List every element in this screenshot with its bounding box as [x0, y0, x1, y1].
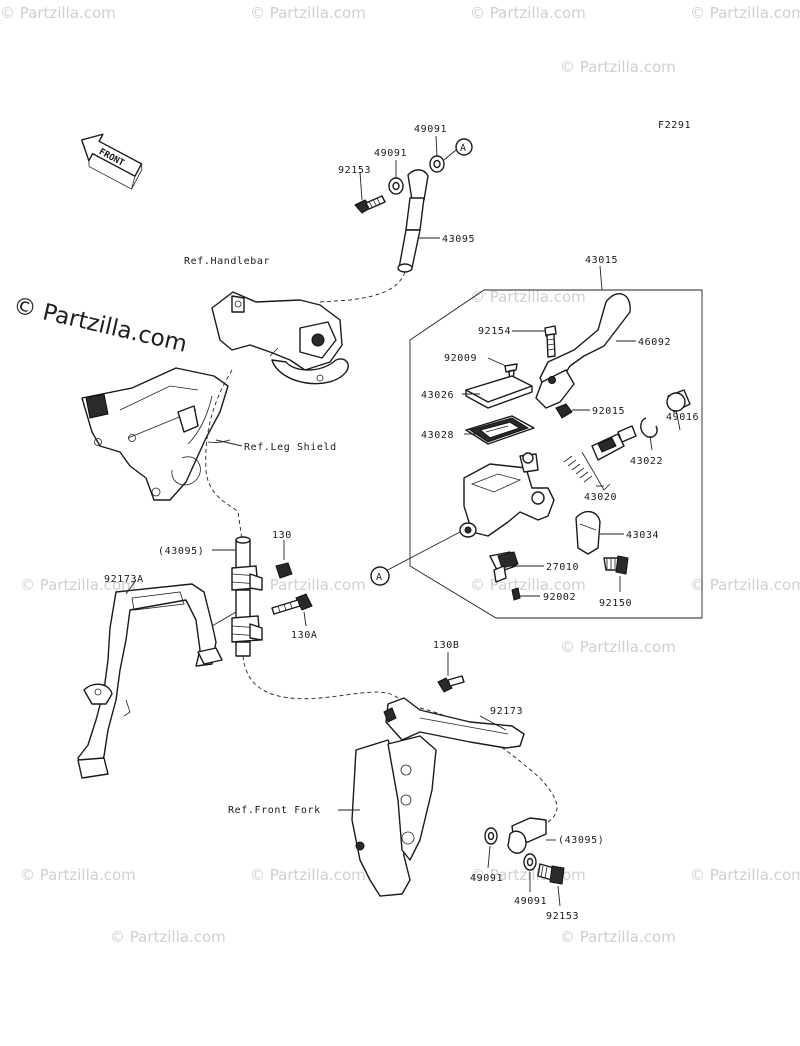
reservoir-cap-43026	[465, 375, 533, 409]
bracket-92173a	[77, 583, 237, 779]
watermark-text: © Partzilla.com	[250, 4, 366, 22]
part-label-92009: 92009	[444, 353, 477, 364]
banjo-bolt-92153-bottom	[537, 863, 565, 885]
ref-leg-shield-label: Ref.Leg Shield	[244, 442, 337, 453]
bolt-130b	[437, 675, 465, 693]
part-label-92153: 92153	[338, 165, 371, 176]
assembly-frame	[409, 289, 703, 619]
diaphragm-43028	[465, 415, 535, 445]
watermark-text: © Partzilla.com	[560, 638, 676, 656]
part-labels: 49091 49091 92153 43095 Ref.Handlebar 43…	[104, 124, 699, 922]
part-label-43022: 43022	[630, 456, 663, 467]
watermark-text: © Partzilla.com	[110, 928, 226, 946]
bolt-130a	[271, 593, 313, 615]
part-label-130a: 130A	[291, 630, 317, 641]
leg-shield-reference	[81, 367, 229, 501]
watermark-text: © Partzilla.com	[560, 58, 676, 76]
leader-lines	[125, 135, 681, 907]
part-label-49091: 49091	[374, 148, 407, 159]
circlip-43022	[640, 417, 658, 438]
top-hose-fittings	[319, 155, 445, 303]
bottom-hose-fittings	[484, 817, 565, 885]
part-label-92153: 92153	[546, 911, 579, 922]
part-label-43028: 43028	[421, 430, 454, 441]
reference-marker-a-top: A	[443, 138, 473, 161]
piston-kit-43020	[563, 425, 637, 491]
handlebar-reference	[211, 291, 349, 385]
part-label-92154: 92154	[478, 326, 511, 337]
holder-43034	[575, 511, 601, 555]
part-label-43095: (43095)	[558, 835, 604, 846]
part-label-49091: 49091	[514, 896, 547, 907]
pivot-bolt-92154	[544, 325, 557, 358]
diagram-code: F2291	[658, 120, 691, 131]
ref-handlebar-label: Ref.Handlebar	[184, 256, 270, 267]
bolt-92150	[603, 555, 629, 575]
brake-lever-46092	[535, 293, 631, 409]
watermark-text: © Partzilla.com	[0, 4, 116, 22]
watermark-text: © Partzilla.com	[470, 4, 586, 22]
watermark-text: © Partzilla.com	[690, 866, 800, 884]
watermark-text: © Partzilla.com	[690, 4, 800, 22]
part-label-43034: 43034	[626, 530, 659, 541]
part-label-43026: 43026	[421, 390, 454, 401]
part-label-46092: 46092	[638, 337, 671, 348]
watermark-main: © Partzilla.com	[11, 293, 190, 358]
part-label-43015: 43015	[585, 255, 618, 266]
part-label-49091: 49091	[414, 124, 447, 135]
watermark-text: © Partzilla.com	[20, 576, 136, 594]
watermark-text: © Partzilla.com	[470, 288, 586, 306]
part-label-130b: 130B	[433, 640, 459, 651]
part-label-92173: 92173	[490, 706, 523, 717]
part-label-49016: 49016	[666, 412, 699, 423]
part-label-27010: 27010	[546, 562, 579, 573]
reference-marker-a-left: A	[370, 566, 390, 586]
front-arrow-icon: FRONT	[81, 133, 143, 190]
part-label-130: 130	[272, 530, 292, 541]
part-label-43020: 43020	[584, 492, 617, 503]
part-label-49091: 49091	[470, 873, 503, 884]
front-fork-reference	[351, 735, 437, 897]
svg-text:A: A	[376, 572, 383, 583]
watermark-text: © Partzilla.com	[560, 928, 676, 946]
brake-hose-43095-top	[397, 169, 429, 273]
nut-92015	[555, 403, 573, 419]
master-cylinder-body-43015	[459, 452, 555, 538]
part-label-43095: (43095)	[158, 546, 204, 557]
svg-text:A: A	[460, 143, 467, 154]
watermark-text: © Partzilla.com	[20, 866, 136, 884]
part-label-92015: 92015	[592, 406, 625, 417]
boot-49016	[666, 389, 691, 413]
part-label-92002: 92002	[543, 592, 576, 603]
part-label-92150: 92150	[599, 598, 632, 609]
part-label-43095: 43095	[442, 234, 475, 245]
bolt-130	[275, 562, 293, 579]
watermark-text: © Partzilla.com	[250, 866, 366, 884]
ref-front-fork-label: Ref.Front Fork	[228, 805, 321, 816]
watermark-text: © Partzilla.com	[250, 576, 366, 594]
screw-92002	[511, 587, 521, 601]
watermark-text: © Partzilla.com	[690, 576, 800, 594]
banjo-bolt-92153-top	[354, 195, 386, 214]
part-label-92173a: 92173A	[104, 574, 144, 585]
hose-clamp-column	[231, 536, 263, 657]
